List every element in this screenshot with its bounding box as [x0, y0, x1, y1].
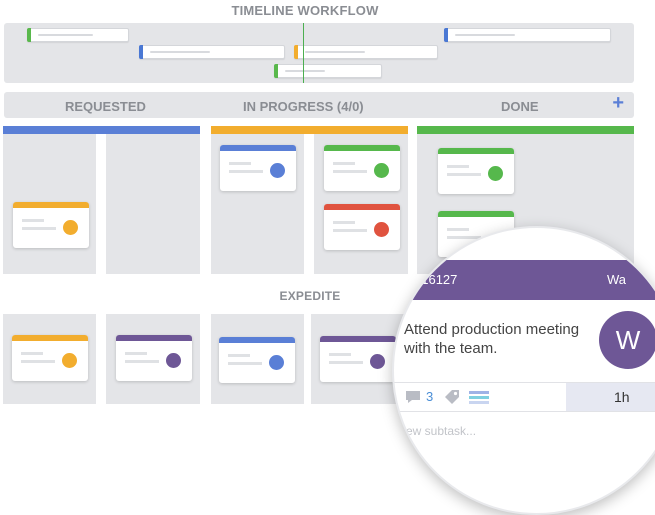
in-progress-color-bar	[211, 126, 408, 134]
comment-count[interactable]: 3	[426, 389, 434, 404]
task-card[interactable]	[220, 145, 296, 191]
timeline-bar[interactable]	[274, 64, 382, 78]
timeline-today-marker	[303, 23, 304, 83]
task-card[interactable]	[12, 335, 88, 381]
timeline-bar[interactable]	[294, 45, 438, 59]
lane-requested-2	[106, 134, 200, 274]
comment-icon[interactable]	[404, 389, 422, 405]
magnified-card-detail: 216127 Wa Attend production meeting with…	[392, 226, 655, 515]
task-card[interactable]	[13, 202, 89, 248]
card-header-band: 216127 Wa	[394, 260, 655, 300]
requested-color-bar	[3, 126, 200, 134]
column-title-in-progress: IN PROGRESS (4/0)	[243, 99, 364, 114]
timeline-bar[interactable]	[27, 28, 129, 42]
task-card[interactable]	[438, 148, 514, 194]
task-card[interactable]	[219, 337, 295, 383]
done-color-bar	[417, 126, 634, 134]
tag-icon[interactable]	[443, 388, 461, 406]
column-title-requested: REQUESTED	[65, 99, 146, 114]
card-footer: 3 1h	[394, 382, 655, 412]
task-card[interactable]	[324, 204, 400, 250]
timeline-bar[interactable]	[139, 45, 285, 59]
card-description: Attend production meeting with the team.	[404, 321, 580, 357]
task-card[interactable]	[324, 145, 400, 191]
expedite-title: EXPEDITE	[279, 289, 341, 303]
new-subtask-input[interactable]: ew subtask...	[406, 424, 477, 438]
task-card[interactable]	[320, 336, 396, 382]
timeline-bar[interactable]	[444, 28, 611, 42]
board-column-header: REQUESTED IN PROGRESS (4/0) DONE +	[4, 92, 634, 118]
checklist-icon[interactable]	[469, 391, 489, 404]
column-title-done: DONE	[501, 99, 539, 114]
hours-value: 1h	[614, 389, 630, 405]
card-id: 216127	[414, 272, 458, 287]
timeline-band	[4, 23, 634, 83]
timeline-title: TIMELINE WORKFLOW	[231, 3, 379, 18]
avatar[interactable]: W	[599, 311, 655, 369]
task-card[interactable]	[116, 335, 192, 381]
hours-field[interactable]: 1h	[566, 383, 655, 411]
add-column-button[interactable]: +	[612, 92, 624, 114]
card-owner: Wa	[607, 272, 627, 287]
